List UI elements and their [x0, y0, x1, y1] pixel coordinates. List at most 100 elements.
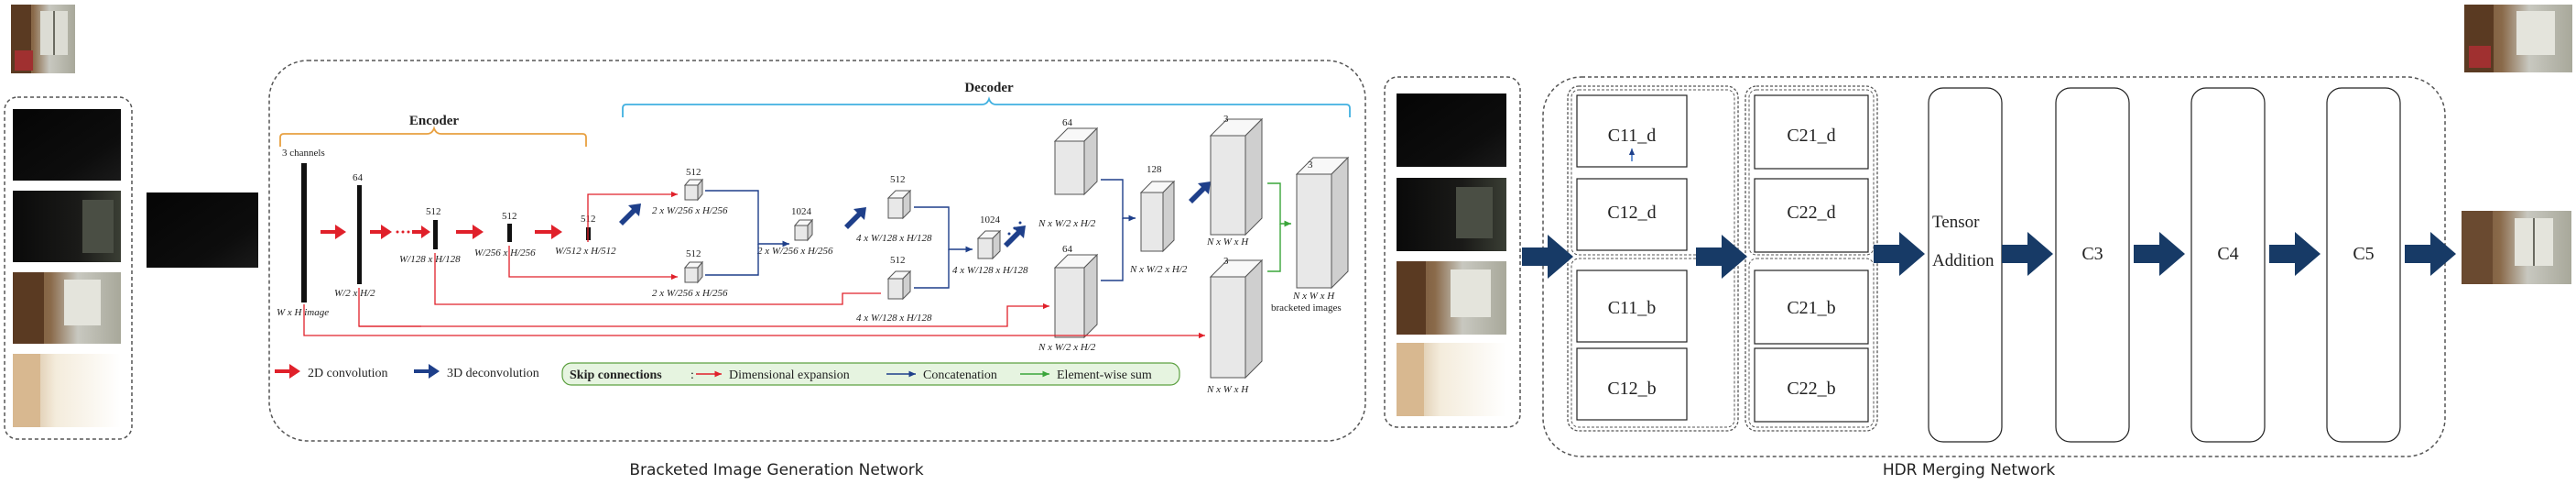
dec-ch-11: 3	[1223, 256, 1229, 267]
enc-ch-2: 512	[426, 206, 441, 217]
box-c12-b	[1576, 347, 1688, 421]
dec-size-5: 4 x W/128 x H/128	[856, 313, 932, 324]
enc-size-4: W/512 x H/512	[555, 246, 616, 257]
svg-text:Tensor: Tensor	[1932, 213, 1980, 232]
exposure-stack-frame	[4, 96, 133, 440]
box-c11-b	[1576, 270, 1688, 343]
navy-arrow-3	[1874, 232, 1925, 276]
enc-ch-3: 512	[502, 211, 517, 222]
decoder-brace	[622, 96, 1351, 117]
bracketed-stack-frame	[1384, 76, 1521, 428]
encoder-brace	[279, 126, 587, 147]
deconv-arrow-3	[1004, 226, 1026, 248]
dec-size-3: 2 x W/256 x H/256	[757, 246, 833, 257]
dec-size-6: 4 x W/128 x H/128	[952, 265, 1028, 276]
dec-size-1: 2 x W/256 x H/256	[652, 205, 728, 216]
hdr-output-image	[2462, 211, 2571, 284]
legend-sum-label: Element-wise sum	[1057, 368, 1152, 382]
dec-ch-10: 3	[1223, 114, 1229, 125]
concat-line-3	[1101, 179, 1136, 222]
svg-text:C22_d: C22_d	[1787, 203, 1835, 223]
col1-d-group	[1571, 89, 1735, 256]
dec-ch-1: 512	[686, 167, 701, 178]
cube-64-bottom	[1053, 253, 1099, 339]
svg-text:Addition: Addition	[1932, 251, 1994, 270]
exposure-darkest	[13, 109, 121, 181]
input-size-label: W x H image	[277, 307, 329, 318]
legend-expansion-label: Dimensional expansion	[729, 368, 850, 382]
cube-128	[1139, 180, 1176, 253]
cube-3-top	[1209, 117, 1264, 236]
svg-text:C21_d: C21_d	[1787, 126, 1835, 146]
c4-block	[2190, 87, 2266, 443]
dec-size-7: N x W/2 x H/2	[1038, 218, 1096, 229]
dec-ch-12: 3	[1308, 160, 1313, 170]
skip-line-2	[303, 304, 1205, 339]
conv-arrow-3	[412, 226, 430, 238]
legend-deconv-arrow	[414, 364, 440, 379]
svg-text:C5: C5	[2353, 244, 2374, 264]
concat-line-1	[705, 190, 789, 248]
exposure-stack	[13, 109, 121, 427]
navy-arrow-6	[2269, 232, 2321, 276]
svg-text:C11_d: C11_d	[1608, 126, 1657, 146]
deconv-arrow-4	[1189, 182, 1211, 204]
concat-line-2	[914, 206, 973, 253]
decoder-label: Decoder	[964, 81, 1014, 95]
sum-line	[1267, 182, 1291, 227]
svg-text:C3: C3	[2081, 244, 2103, 264]
navy-arrow-1	[1522, 235, 1573, 279]
conv-arrow-2	[370, 225, 392, 239]
legend-conv-arrow	[275, 364, 300, 379]
conv-arrow-1	[321, 225, 346, 239]
hdr-frame	[1542, 76, 2446, 457]
box-c22-d	[1754, 178, 1869, 253]
dec-size-11: N x W x H	[1206, 384, 1249, 395]
cube-1024	[793, 218, 814, 242]
dec-ch-3: 1024	[791, 206, 812, 217]
conv-arrow-4	[456, 225, 484, 239]
dec-ch-7: 64	[1062, 117, 1073, 128]
dec-ch-8: 64	[1062, 244, 1073, 255]
input-channels-label: 3 channels	[282, 148, 325, 159]
col1-b-group	[1571, 258, 1735, 428]
bracketed-stack	[1397, 94, 1506, 416]
legend-deconv-label: 3D deconvolution	[447, 367, 539, 380]
box-c12-d	[1576, 178, 1688, 251]
top-left-thumbnail	[11, 5, 75, 73]
dec-size-12: N x W x H	[1292, 291, 1335, 302]
cube-512-bottom	[683, 260, 704, 284]
dec-ch-6: 1024	[980, 214, 1001, 226]
svg-text:C11_b: C11_b	[1608, 298, 1657, 318]
deconv-arrow-2	[844, 207, 866, 229]
top-right-thumbnail	[2464, 5, 2572, 72]
navy-arrow-4	[2002, 232, 2053, 276]
box-c21-b	[1754, 270, 1869, 345]
col2-b-group	[1748, 258, 1875, 428]
dec-size-9: N x W/2 x H/2	[1129, 264, 1188, 275]
c3-block	[2055, 87, 2130, 443]
legend-skip-label: Skip connections	[570, 368, 662, 382]
navy-arrow-2	[1696, 235, 1747, 279]
legend-skip-sep: :	[690, 368, 694, 382]
cube-512-top	[683, 178, 704, 202]
c5-block	[2326, 87, 2401, 443]
cube-512-mid-bottom	[886, 270, 912, 301]
enc-bar-1	[357, 185, 362, 284]
svg-text:C12_d: C12_d	[1607, 203, 1656, 223]
enc-bar-3	[507, 224, 512, 242]
cube-512-mid-top	[886, 189, 912, 220]
svg-text:C12_b: C12_b	[1607, 379, 1656, 399]
svg-text:C21_b: C21_b	[1787, 298, 1835, 318]
hdr-title: HDR Merging Network	[1883, 461, 2056, 479]
enc-ch-1: 64	[353, 172, 364, 183]
deconv-arrow-1	[619, 204, 641, 226]
enc-size-2: W/128 x H/128	[399, 254, 461, 265]
dec-size-2: 2 x W/256 x H/256	[652, 288, 728, 299]
dec-ch-4: 512	[890, 174, 906, 185]
navy-arrow-7	[2405, 232, 2456, 276]
bign-title: Bracketed Image Generation Network	[629, 461, 923, 479]
input-image	[147, 192, 258, 268]
enc-bar-input	[301, 163, 307, 302]
